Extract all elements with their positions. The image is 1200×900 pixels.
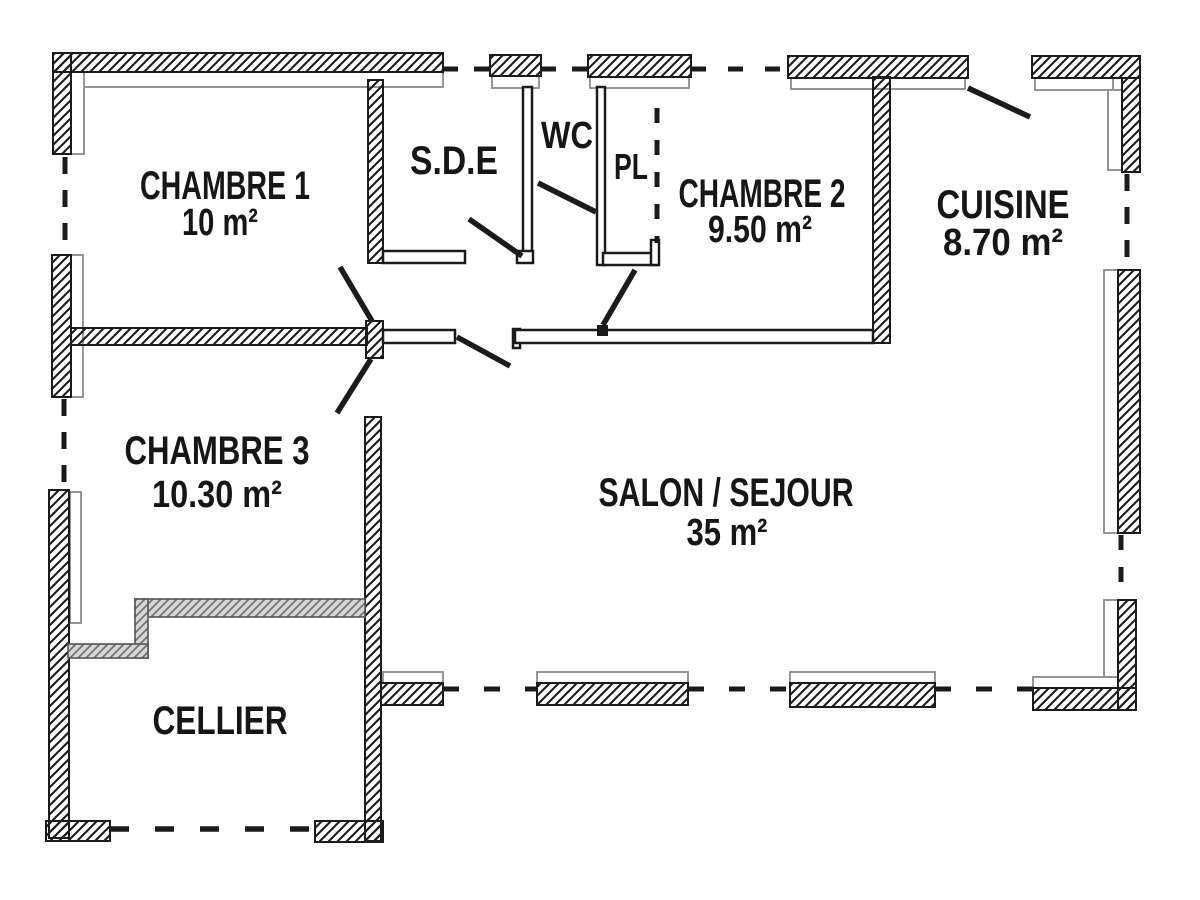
room-area-cuisine: 8.70 m² [943, 222, 1063, 264]
wall-right-pier [1117, 269, 1141, 534]
wall-bottom-2 [789, 682, 936, 708]
room-label-chambre-3: CHAMBRE 3 [125, 429, 310, 473]
door-swing-chambre3 [334, 357, 374, 415]
lining-bottom-right-h [1032, 676, 1119, 689]
wall-top-c [587, 54, 692, 78]
wall-chambre2-cuisine [872, 76, 891, 344]
wall-cellier-step-h [67, 643, 149, 659]
exterior-walls [45, 52, 1141, 843]
room-label-cellier: CELLIER [153, 699, 288, 743]
wall-bottom-1 [536, 682, 689, 706]
door-swing-cuisine [966, 85, 1032, 120]
room-label-cuisine: CUISINE [937, 183, 1070, 227]
wall-top-a [52, 52, 444, 73]
wall-chambre3-cellier [134, 598, 366, 618]
lining-top-left [70, 71, 444, 88]
room-label-sde: S.D.E [410, 139, 498, 183]
interior-walls [381, 85, 875, 350]
wall-wc-pl [595, 85, 607, 267]
wall-hall-2 [513, 328, 875, 345]
wall-hall-1 [381, 328, 457, 345]
lining-bottom-foot [382, 671, 444, 684]
room-area-chambre-1: 10 m² [182, 202, 258, 244]
cellier-partitions [67, 598, 366, 659]
wall-chambre1-chambre3 [70, 327, 368, 346]
door-swings [334, 85, 1032, 415]
room-area-chambre-2: 9.50 m² [708, 209, 812, 251]
room-label-wc: WC [541, 115, 593, 157]
wall-sde-south [381, 249, 467, 265]
wall-top-right-corner [1031, 55, 1141, 79]
lining-bottom-1 [536, 671, 689, 684]
door-pivot-chambre2 [597, 325, 608, 336]
windows [61, 66, 1130, 832]
wall-top-d [787, 55, 969, 79]
wall-left-pier-2 [48, 489, 70, 839]
lining-bottom-2 [789, 671, 936, 684]
wall-cellier-right [364, 416, 382, 842]
lining-left-pier-1 [70, 254, 84, 398]
door-swing-sde [467, 216, 524, 259]
wall-bottom-foot [380, 682, 444, 706]
wall-left-pier-1 [51, 254, 72, 398]
wall-sde-wc [521, 85, 534, 254]
room-label-pl: PL [614, 146, 648, 187]
lining-right-pier [1103, 269, 1119, 534]
room-labels: CHAMBRE 1 10 m² S.D.E WC PL CHAMBRE 2 9.… [125, 115, 1070, 743]
lining-top-right-h [1034, 77, 1114, 91]
door-swing-chambre1 [337, 265, 375, 323]
lining-bottom-right-v [1103, 599, 1119, 678]
wall-top-b [489, 54, 542, 77]
wall-pl-cap [649, 238, 661, 267]
lining-left-top [70, 71, 85, 155]
room-label-chambre-2: CHAMBRE 2 [679, 172, 846, 216]
door-post-hall [365, 320, 384, 359]
wall-chambre1-right [367, 79, 384, 264]
door-swing-wc [536, 180, 598, 215]
lining-top-right-v [1107, 89, 1123, 171]
room-area-chambre-3: 10.30 m² [152, 474, 282, 516]
room-area-salon-sejour: 35 m² [687, 512, 768, 554]
door-swing-salon [455, 334, 512, 369]
wall-left-top [52, 52, 72, 155]
lining-left-pier-2 [69, 491, 82, 624]
wall-bottom-right-h [1032, 687, 1137, 711]
door-swing-chambre2 [600, 268, 638, 327]
wall-bottom-left-foot [45, 820, 111, 842]
room-label-chambre-1: CHAMBRE 1 [140, 164, 310, 208]
wall-right-upper [1121, 77, 1141, 173]
room-label-salon-sejour: SALON / SEJOUR [599, 471, 854, 515]
